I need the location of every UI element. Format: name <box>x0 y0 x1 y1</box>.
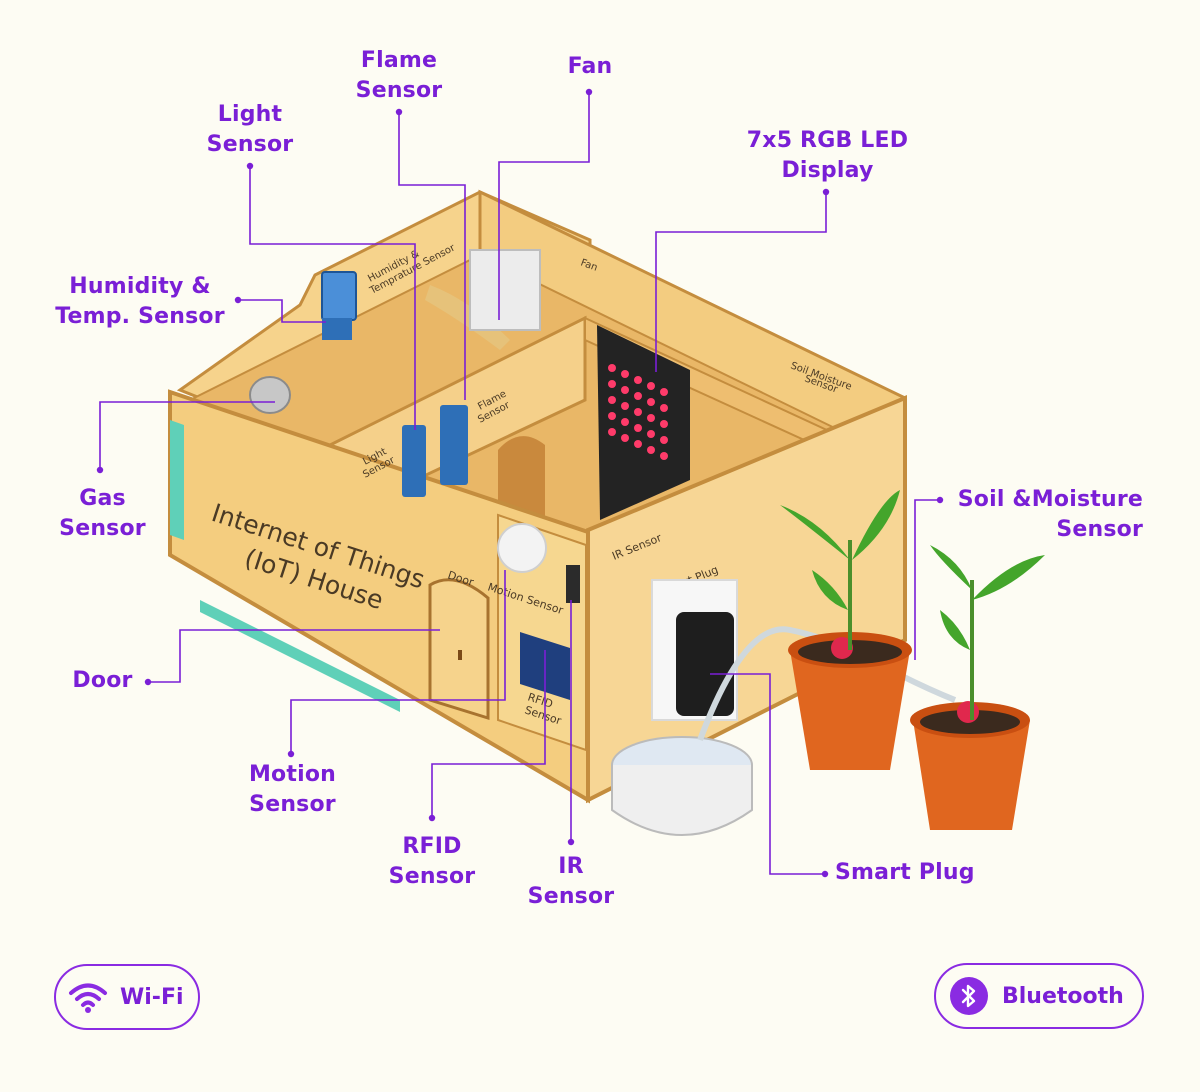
humidity-sensor-board <box>322 318 352 340</box>
leader-humidity <box>238 299 326 323</box>
fan-label: Fan <box>567 54 613 79</box>
humidity-temp-label: Humidity & Temp. Sensor <box>55 274 225 329</box>
smart-plug-label: Smart Plug <box>835 860 975 885</box>
humidity-sensor-module <box>321 271 357 321</box>
wifi-icon <box>68 980 108 1014</box>
leader-light <box>249 166 416 430</box>
light-sensor-label: Light Sensor <box>206 102 294 157</box>
plant-1 <box>780 490 912 770</box>
ir-sensor-label: IR Sensor <box>527 854 615 909</box>
leader-rgb <box>655 192 827 372</box>
bluetooth-icon <box>950 977 988 1015</box>
rfid-sensor-label: RFID Sensor <box>388 834 476 889</box>
gas-sensor-label: Gas Sensor <box>59 486 146 541</box>
leader-fan <box>498 92 590 320</box>
leader-dots <box>96 88 944 878</box>
leader-flame <box>398 112 466 400</box>
soil-moisture-label: Soil &Moisture Sensor <box>957 487 1143 542</box>
leader-motion <box>290 570 506 754</box>
fan-blade <box>425 285 510 350</box>
leader-soil <box>914 499 940 660</box>
motion-sensor-label: Motion Sensor <box>248 762 337 817</box>
rgb-led-display-label: 7x5 RGB LED Display <box>746 128 909 183</box>
flame-sensor-label: Flame Sensor <box>355 48 443 103</box>
wifi-badge: Wi-Fi <box>54 964 200 1030</box>
door-label: Door <box>72 668 133 693</box>
led-grid <box>608 364 668 460</box>
bluetooth-label: Bluetooth <box>1002 983 1124 1009</box>
led-matrix-board <box>597 325 690 520</box>
fan-motor-housing <box>469 249 541 331</box>
flame-sensor-module <box>440 405 468 485</box>
bluetooth-badge: Bluetooth <box>934 963 1144 1029</box>
leader-gas <box>99 401 275 470</box>
leader-door <box>148 629 440 683</box>
leader-smart-plug <box>710 673 825 875</box>
smart-plug-device <box>676 612 734 716</box>
gas-sensor-module <box>249 376 291 414</box>
leader-rfid <box>431 650 546 818</box>
leader-lines <box>99 92 940 875</box>
light-sensor-module <box>402 425 426 497</box>
components <box>249 249 1045 836</box>
plant-2 <box>910 545 1045 830</box>
wifi-label: Wi-Fi <box>120 984 184 1010</box>
